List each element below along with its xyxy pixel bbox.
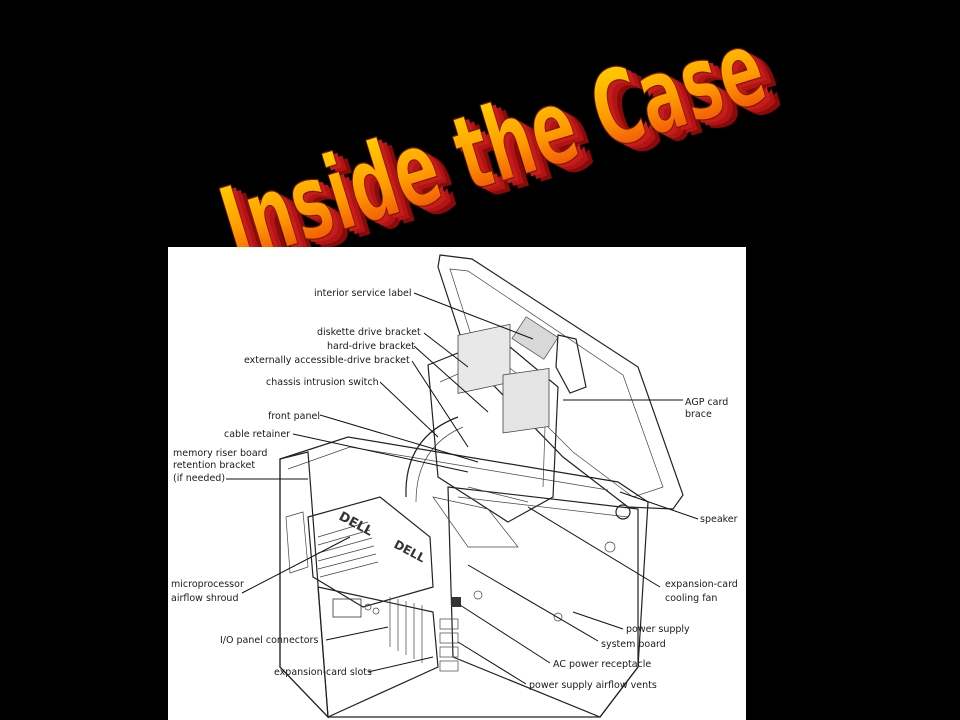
hard-drive-bay — [457, 323, 511, 394]
diskette-bay — [502, 367, 550, 434]
dell-logo-1: DELL — [336, 509, 375, 539]
computer-case-diagram: DELL DELL — [168, 247, 746, 720]
chassis-body: DELL DELL — [279, 323, 649, 719]
slide-title: Inside the Case Inside the Case Inside t… — [205, 5, 845, 294]
slide-title-art: Inside the Case Inside the Case Inside t… — [207, 5, 794, 294]
label-interior-service-label: interior service label — [314, 288, 412, 299]
label-power-supply: power supply — [626, 624, 690, 635]
label-cable-retainer: cable retainer — [224, 429, 290, 440]
label-chassis-intrusion-switch: chassis intrusion switch — [266, 377, 379, 388]
label-microprocessor-2: airflow shroud — [171, 593, 238, 604]
label-memory-riser-1: memory riser board — [173, 448, 267, 459]
label-diskette-drive-bracket: diskette drive bracket — [317, 327, 421, 338]
label-agp-card-2: brace — [685, 409, 712, 420]
expansion-slot-covers — [389, 597, 423, 663]
ac-power-receptacle-shape — [451, 597, 461, 607]
label-speaker: speaker — [700, 514, 738, 525]
label-front-panel: front panel — [268, 411, 320, 422]
label-leaders — [226, 292, 699, 685]
label-externally-accessible-drive-bracket: externally accessible-drive bracket — [244, 355, 410, 366]
title-text: Inside the Case — [207, 6, 778, 286]
label-expansion-fan-2: cooling fan — [665, 593, 717, 604]
speaker-grille — [615, 504, 631, 520]
label-expansion-fan-1: expansion-card — [665, 579, 738, 590]
case-illustration: DELL DELL — [171, 254, 738, 719]
label-memory-riser-2: retention bracket — [173, 460, 255, 471]
label-power-supply-airflow-vents: power supply airflow vents — [529, 680, 657, 691]
label-agp-card-1: AGP card — [685, 397, 728, 408]
side-panel-lid — [437, 254, 684, 510]
label-hard-drive-bracket: hard-drive bracket — [327, 341, 415, 352]
shroud-vents — [317, 521, 379, 578]
diagram-labels: interior service label diskette drive br… — [171, 288, 738, 691]
label-microprocessor-1: microprocessor — [171, 579, 244, 590]
label-expansion-card-slots: expansion-card slots — [274, 667, 372, 678]
service-label-sticker — [511, 316, 559, 360]
dell-logo-2: DELL — [392, 537, 428, 565]
label-ac-power-receptacle: AC power receptacle — [553, 659, 651, 670]
io-connector-block — [332, 598, 362, 618]
label-memory-riser-3: (if needed) — [173, 473, 225, 484]
label-io-panel-connectors: I/O panel connectors — [220, 635, 318, 646]
power-supply-vents — [439, 618, 459, 672]
label-system-board: system board — [601, 639, 666, 650]
